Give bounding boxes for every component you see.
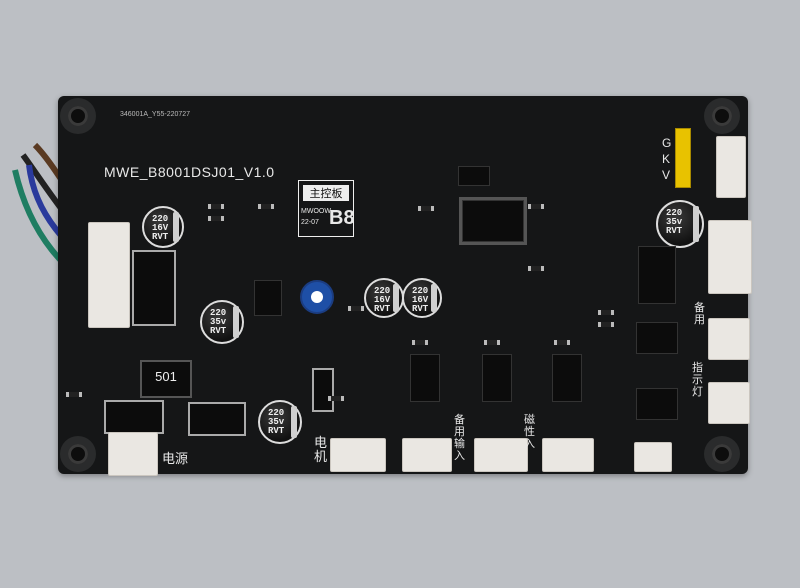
- inductor-label: 501: [155, 369, 177, 384]
- mosfet: [552, 354, 582, 402]
- fifth-bottom-connector: [634, 442, 672, 472]
- potentiometer: [300, 280, 334, 314]
- board-model: MWE_B8001DSJ01_V1.0: [104, 164, 275, 180]
- small-ic: [458, 166, 490, 186]
- smd-resistor: [598, 310, 614, 315]
- smd-resistor: [554, 340, 570, 345]
- smd-resistor: [598, 322, 614, 327]
- maker-line1: MWOOW: [301, 208, 331, 215]
- mosfet: [482, 354, 512, 402]
- gkv-header-pins: [675, 128, 691, 188]
- smd-resistor: [208, 204, 224, 209]
- smd-resistor: [258, 204, 274, 209]
- heatsink-pad: [132, 250, 176, 326]
- fuse-block: [104, 400, 164, 434]
- pin-v-label: V: [662, 168, 671, 182]
- smd-resistor: [412, 340, 428, 345]
- magnetic-input-label: 磁性入: [524, 414, 535, 450]
- mounting-hole: [704, 436, 740, 472]
- power-label: 电源: [162, 451, 189, 466]
- indicator-label: 指示灯: [692, 362, 703, 398]
- pin-g-label: G: [662, 136, 672, 150]
- regulator-chip: [254, 280, 282, 316]
- smd-resistor: [418, 206, 434, 211]
- inductor: 501: [140, 360, 192, 398]
- maker-line2: 22-07: [301, 219, 319, 226]
- header-code: 346001A_Y55-220727: [120, 111, 191, 118]
- smd-resistor: [328, 396, 344, 401]
- magnetic-input-connector: [474, 438, 528, 472]
- mosfet: [636, 388, 678, 420]
- smd-resistor: [528, 204, 544, 209]
- pcb-board: 346001A_Y55-220727 MWE_B8001DSJ01_V1.0 主…: [58, 96, 752, 476]
- mounting-hole: [60, 436, 96, 472]
- mounting-hole: [704, 98, 740, 134]
- mcu-chip: [462, 200, 524, 242]
- right-mid-label: 备用: [694, 302, 705, 326]
- fuse-block: [188, 402, 246, 436]
- fourth-bottom-connector: [542, 438, 594, 472]
- mosfet: [410, 354, 440, 402]
- top-right-connector: [716, 136, 746, 198]
- motor-label: 电机: [314, 435, 328, 464]
- transistor: [638, 246, 676, 304]
- power-connector: [108, 432, 158, 476]
- smd-resistor: [484, 340, 500, 345]
- smd-resistor: [66, 392, 82, 397]
- mosfet: [312, 368, 334, 412]
- backup-input-label: 备用输入: [454, 414, 465, 462]
- pin-k-label: K: [662, 152, 671, 166]
- backup-input-connector: [402, 438, 452, 472]
- mosfet: [636, 322, 678, 354]
- mounting-hole: [60, 98, 96, 134]
- smd-resistor: [528, 266, 544, 271]
- right-mid-connector: [708, 318, 750, 360]
- left-connector: [88, 222, 130, 328]
- motor-connector: [330, 438, 386, 472]
- right-bottom-connector: [708, 382, 750, 424]
- right-connector: [708, 220, 752, 294]
- smd-resistor: [208, 216, 224, 221]
- main-board-label-box: 主控板 MWOOW 22-07 B8: [298, 180, 355, 237]
- smd-resistor: [348, 306, 364, 311]
- main-board-label: 主控板: [303, 185, 349, 201]
- maker-code: B8: [329, 207, 355, 229]
